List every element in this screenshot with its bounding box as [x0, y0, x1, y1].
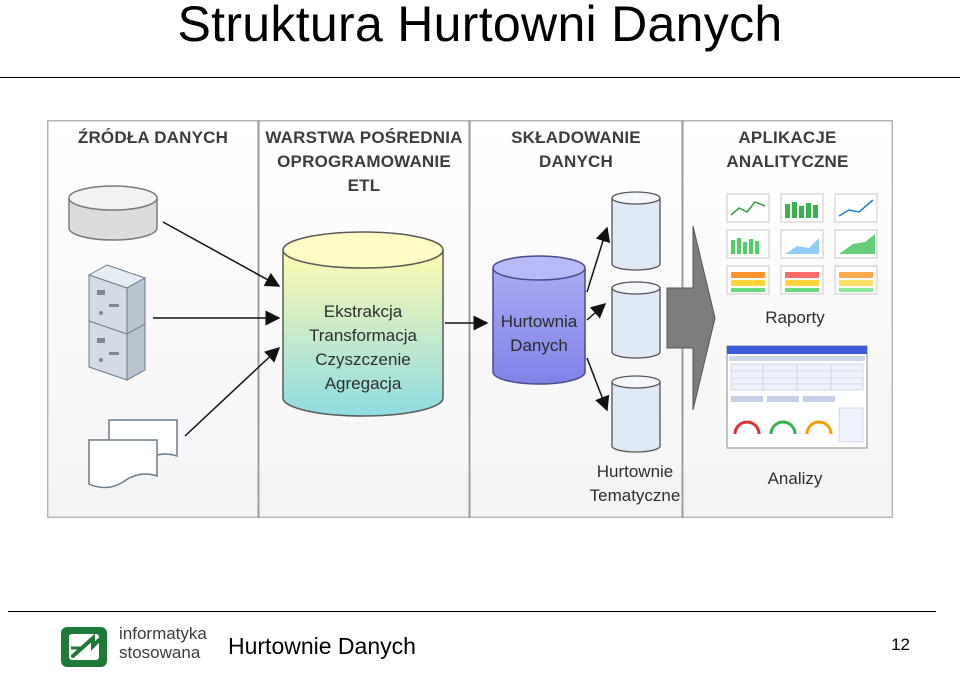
- footer-divider: [8, 611, 936, 612]
- arrow-db-to-etl: [162, 221, 281, 287]
- header-line: WARSTWA POŚREDNIA: [265, 128, 463, 147]
- data-mart-cylinder: [611, 281, 661, 359]
- etl-step: Agregacja: [324, 374, 402, 393]
- logo-line: stosowana: [119, 643, 201, 662]
- report-thumbnails: [726, 193, 878, 295]
- etl-step: Ekstrakcja: [323, 302, 403, 321]
- header-data-sources: ŹRÓDŁA DANYCH: [51, 126, 255, 150]
- data-marts-label-line: Hurtownie: [596, 462, 674, 481]
- flow-arrow-to-apps: [666, 225, 716, 411]
- warehouse-cylinder: [492, 255, 586, 385]
- header-line: ETL: [347, 176, 381, 195]
- header-line: SKŁADOWANIE: [511, 128, 641, 147]
- slide-title: Struktura Hurtowni Danych: [177, 0, 783, 52]
- page-number: 12: [891, 635, 910, 654]
- arrow-to-mart-1: [586, 226, 611, 293]
- logo-line: informatyka: [119, 624, 207, 643]
- logo-text: informatyka stosowana: [119, 624, 207, 662]
- data-mart-cylinder: [611, 191, 661, 271]
- panel-apps: [684, 122, 891, 516]
- documents-source-icon: [88, 419, 178, 489]
- header-line: ANALITYCZNE: [726, 152, 849, 171]
- etl-cylinder: [282, 231, 444, 417]
- header-line: OPROGRAMOWANIE: [277, 152, 451, 171]
- etl-step: Czyszczenie: [315, 350, 411, 369]
- reports-label: Raporty: [765, 308, 825, 327]
- diagram-graphics: [47, 120, 893, 518]
- arrow-docs-to-etl: [184, 346, 281, 437]
- arrow-to-mart-3: [586, 357, 610, 412]
- database-source-icon: [68, 185, 158, 241]
- warehouse-label: Hurtownia Danych: [493, 310, 585, 358]
- logo-mark-icon: [61, 627, 107, 667]
- header-etl-layer: WARSTWA POŚREDNIA OPROGRAMOWANIE ETL: [261, 126, 467, 198]
- title-divider: [0, 77, 960, 78]
- dw-architecture-diagram: ŹRÓDŁA DANYCH WARSTWA POŚREDNIA OPROGRAM…: [47, 120, 893, 518]
- data-marts-label-line: Tematyczne: [589, 486, 681, 505]
- header-line: DANYCH: [539, 152, 613, 171]
- warehouse-label-line: Hurtownia: [500, 312, 578, 331]
- server-source-icon: [87, 264, 147, 381]
- arrow-to-mart-2: [586, 303, 607, 321]
- header-data-storage: SKŁADOWANIE DANYCH: [471, 126, 681, 174]
- header-analytic-apps: APLIKACJE ANALITYCZNE: [684, 126, 891, 174]
- etl-step: Transformacja: [308, 326, 417, 345]
- informatyka-stosowana-logo: informatyka stosowana: [59, 624, 219, 670]
- data-mart-cylinder: [611, 375, 661, 453]
- footer-title: Hurtownie Danych: [228, 633, 416, 659]
- data-marts-label: Hurtownie Tematyczne: [583, 460, 687, 508]
- etl-steps: Ekstrakcja Transformacja Czyszczenie Agr…: [283, 300, 443, 396]
- analysis-dashboard-thumbnail: [726, 345, 868, 449]
- warehouse-label-line: Danych: [510, 336, 568, 355]
- header-line: ŹRÓDŁA DANYCH: [77, 128, 229, 147]
- header-line: APLIKACJE: [738, 128, 837, 147]
- analysis-label: Analizy: [767, 469, 823, 488]
